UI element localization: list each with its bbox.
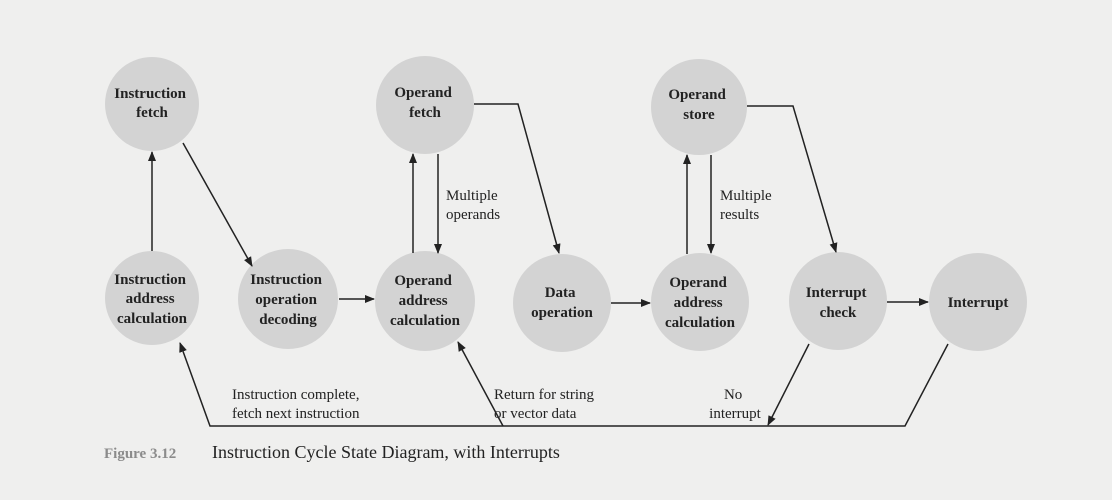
label-no-interrupt: No interrupt [709, 387, 761, 422]
node-data-operation-line-2: operation [531, 305, 593, 321]
svg-text:Operand address ca: Operand address calculation [665, 275, 736, 331]
figure-caption-label: Figure 3.12 [104, 446, 176, 462]
figure-caption-text: Instruction Cycle State Diagram, with In… [212, 442, 560, 462]
node-instruction-fetch-line-1: Instruction [114, 86, 186, 102]
svg-text:Operand address ca: Operand address calculation [390, 273, 461, 329]
node-interrupt: Interrupt [929, 253, 1027, 351]
edge-operand-store-to-interrupt-check [747, 105, 838, 253]
label-multiple-results-line-2: results [720, 207, 759, 223]
node-operand-address-calculation-2-line-3: calculation [665, 315, 736, 331]
node-data-operation: Data operation [513, 254, 611, 352]
node-instruction-fetch: Instruction fetch [105, 57, 199, 151]
figure-caption: Figure 3.12 Instruction Cycle State Diag… [104, 442, 560, 462]
label-return-for-string-line-2: or vector data [494, 406, 577, 422]
node-operand-store-line-1: Operand [668, 87, 726, 103]
node-operand-address-calculation-2: Operand address calculation [651, 253, 749, 351]
node-instruction-operation-decoding: Instruction operation decoding [238, 249, 338, 349]
node-interrupt-check: Interrupt check [789, 252, 887, 350]
label-no-interrupt-line-2: interrupt [709, 406, 761, 422]
label-return-for-string-line-1: Return for string [494, 387, 594, 403]
edge-no-interrupt [767, 343, 810, 426]
node-interrupt-check-line-1: Interrupt [806, 285, 867, 301]
edge-return-for-string [457, 341, 504, 427]
svg-text:Instruction operation: Instruction operation decoding [250, 272, 325, 328]
node-operand-address-calculation-1: Operand address calculation [375, 251, 475, 351]
edge-interrupt-return [179, 342, 949, 427]
label-no-interrupt-line-1: No [724, 387, 742, 403]
node-operand-fetch-line-2: fetch [409, 105, 441, 121]
node-instruction-address-calculation-line-3: calculation [117, 311, 188, 327]
node-operand-address-calculation-1-line-1: Operand [394, 273, 452, 289]
node-operand-address-calculation-2-line-1: Operand [669, 275, 727, 291]
node-data-operation-line-1: Data [545, 285, 576, 301]
node-instruction-operation-decoding-line-2: operation [255, 292, 317, 308]
label-multiple-results-line-1: Multiple [720, 188, 772, 204]
node-instruction-operation-decoding-line-3: decoding [259, 312, 317, 328]
node-operand-fetch-line-1: Operand [394, 85, 452, 101]
node-interrupt-line-1: Interrupt [948, 295, 1009, 311]
svg-text:Operand store: Operand store [668, 87, 729, 123]
edge-operand-fetch-to-data-operation [474, 103, 561, 254]
node-operand-store-line-2: store [683, 107, 715, 123]
node-operand-address-calculation-1-line-2: address [399, 293, 448, 309]
edge-instr-fetch-to-decoding [182, 142, 253, 267]
svg-text:Data operation: Data operation [531, 285, 593, 321]
label-instruction-complete: Instruction complete, fetch next instruc… [232, 387, 363, 422]
node-operand-store: Operand store [651, 59, 747, 155]
svg-text:Interrupt: Interrupt [948, 295, 1009, 311]
label-instruction-complete-line-2: fetch next instruction [232, 406, 360, 422]
node-instruction-operation-decoding-line-1: Instruction [250, 272, 322, 288]
label-instruction-complete-line-1: Instruction complete, [232, 387, 359, 403]
label-return-for-string: Return for string or vector data [494, 387, 598, 422]
label-multiple-operands-line-2: operands [446, 207, 500, 223]
svg-text:Operand fetch: Operand fetch [394, 85, 455, 121]
svg-text:Instruction fetch: Instruction fetch [114, 86, 189, 121]
node-instruction-address-calculation-line-1: Instruction [114, 272, 186, 288]
label-multiple-results: Multiple results [720, 188, 775, 223]
node-interrupt-check-line-2: check [820, 305, 857, 321]
node-instruction-fetch-line-2: fetch [136, 105, 168, 121]
node-instruction-address-calculation-line-2: address [126, 291, 175, 307]
node-operand-address-calculation-2-line-2: address [674, 295, 723, 311]
node-operand-fetch: Operand fetch [376, 56, 474, 154]
svg-text:Instruction address: Instruction address calculation [114, 272, 189, 327]
label-multiple-operands-line-1: Multiple [446, 188, 498, 204]
label-multiple-operands: Multiple operands [446, 188, 501, 223]
node-instruction-address-calculation: Instruction address calculation [105, 251, 199, 345]
svg-text:Interrupt check: Interrupt check [806, 285, 871, 321]
node-operand-address-calculation-1-line-3: calculation [390, 313, 461, 329]
